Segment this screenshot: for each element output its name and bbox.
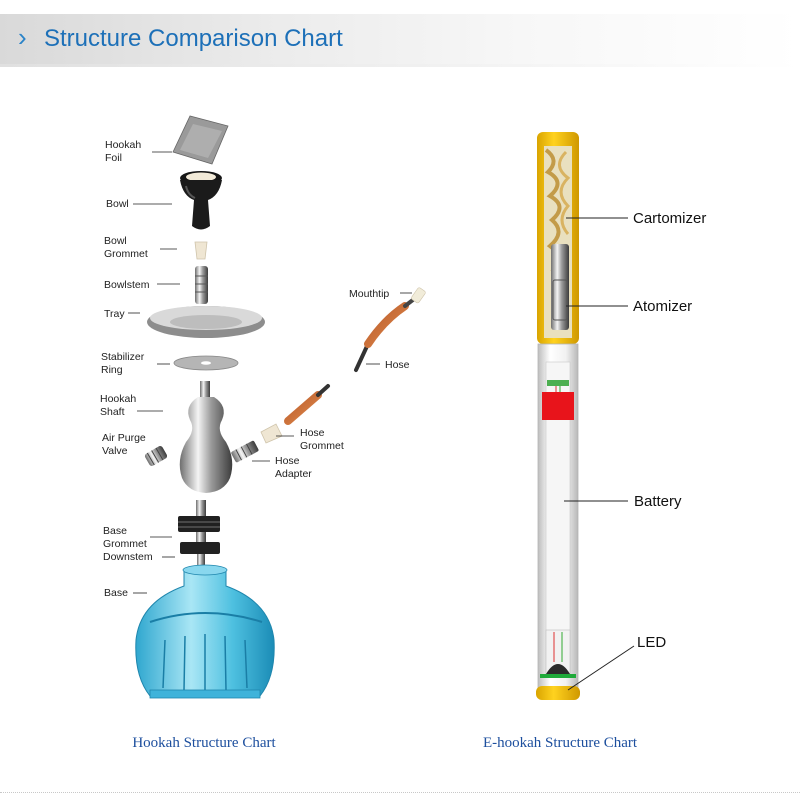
hose-adapter-part [231, 440, 259, 463]
ehookah-caption: E-hookah Structure Chart [483, 735, 638, 751]
label-base-grommet-1: Base [103, 525, 127, 537]
atomizer-part [552, 279, 568, 321]
stabilizer-ring-part [173, 355, 239, 371]
hookah-base-part [135, 564, 275, 699]
label-battery: Battery [634, 493, 682, 510]
cartomizer-part [537, 132, 579, 344]
label-mouthtip: Mouthtip [349, 288, 389, 300]
hose-part [354, 287, 426, 372]
label-stabilizer-ring-1: Stabilizer [101, 351, 145, 363]
chevron-right-icon: › [18, 22, 27, 52]
label-hose-adapter-1: Hose [275, 455, 300, 467]
label-bowlstem: Bowlstem [104, 279, 150, 291]
header-banner: › Structure Comparison Chart [0, 14, 800, 64]
label-hose-adapter-2: Adapter [275, 468, 312, 480]
downstem-part [180, 532, 220, 566]
label-bowl-grommet-2: Grommet [104, 248, 148, 260]
label-atomizer: Atomizer [633, 298, 692, 315]
label-hookah-shaft-2: Shaft [100, 406, 125, 418]
hookah-illustration: Hookah Foil Bowl Bowl Grommet Bowlstem T… [100, 115, 426, 699]
label-base: Base [104, 587, 128, 599]
label-hose-grommet-2: Grommet [300, 440, 344, 452]
base-grommet-part [178, 500, 220, 532]
bowl-grommet-part [194, 241, 208, 260]
ehookah-illustration: Cartomizer Atomizer Battery LED [536, 132, 706, 700]
label-hose-grommet-1: Hose [300, 427, 325, 439]
label-bowl-grommet-1: Bowl [104, 235, 127, 247]
label-cartomizer: Cartomizer [633, 210, 706, 227]
label-hose: Hose [385, 359, 410, 371]
bowlstem-part [195, 266, 208, 304]
tray-part [147, 306, 265, 338]
footer-divider [0, 792, 800, 793]
label-downstem: Downstem [103, 551, 153, 563]
air-purge-valve-part [144, 446, 168, 466]
label-stabilizer-ring-2: Ring [101, 364, 123, 376]
hose-piece-part [284, 384, 330, 425]
label-tray: Tray [104, 308, 125, 320]
hookah-shaft-part [179, 381, 233, 493]
label-hookah-foil-1: Hookah [105, 139, 141, 151]
hose-grommet-part [260, 423, 283, 444]
mouthtip-part [411, 287, 426, 304]
header-divider [0, 64, 800, 67]
page-title: Structure Comparison Chart [44, 25, 343, 52]
label-air-purge-valve-2: Valve [102, 445, 128, 457]
hookah-bowl-part [180, 171, 222, 230]
label-bowl: Bowl [106, 198, 129, 210]
label-led: LED [637, 634, 666, 651]
hookah-caption: Hookah Structure Chart [132, 735, 276, 751]
label-hookah-shaft-1: Hookah [100, 393, 136, 405]
label-base-grommet-2: Grommet [103, 538, 147, 550]
label-air-purge-valve-1: Air Purge [102, 432, 146, 444]
label-hookah-foil-2: Foil [105, 152, 122, 164]
